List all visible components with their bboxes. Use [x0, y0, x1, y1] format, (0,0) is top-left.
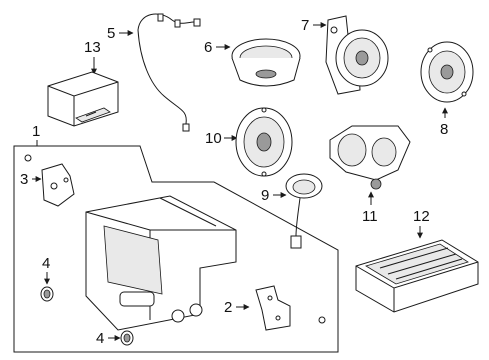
mounting-bracket-right: 2	[224, 285, 326, 331]
callout-9: 9	[261, 187, 269, 204]
callout-13: 13	[84, 39, 101, 56]
amplifier: 12	[355, 208, 479, 313]
rear-speaker: 8	[420, 41, 474, 138]
front-speaker: 10	[205, 107, 293, 177]
callout-11: 11	[362, 208, 378, 225]
speaker-bracket: 11	[329, 125, 411, 225]
callout-6: 6	[204, 39, 212, 56]
callout-4-lower: 4	[96, 330, 104, 347]
tweeter-housing: 7	[301, 15, 389, 95]
callout-8: 8	[440, 121, 448, 138]
audio-head-unit: 1	[13, 123, 339, 353]
callout-12: 12	[413, 208, 430, 225]
wiring-harness: 5	[107, 13, 201, 132]
callout-1: 1	[32, 123, 40, 140]
callout-5: 5	[107, 25, 115, 42]
knob-lower: 4	[96, 330, 134, 347]
knob-upper: 4	[40, 255, 54, 302]
mounting-bracket-left: 3	[20, 154, 75, 207]
callout-7: 7	[301, 17, 309, 34]
callout-10: 10	[205, 130, 222, 147]
callout-3: 3	[20, 171, 28, 188]
tweeter: 9	[261, 173, 323, 249]
callout-2: 2	[224, 299, 232, 316]
callout-4-upper: 4	[42, 255, 50, 272]
door-speaker-oval: 6	[204, 38, 301, 87]
control-module: 13	[47, 39, 119, 127]
